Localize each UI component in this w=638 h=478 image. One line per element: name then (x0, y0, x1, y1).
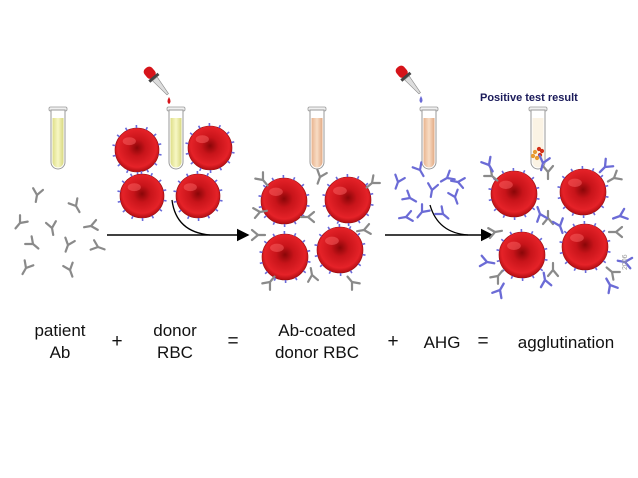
agglutinated-rbc (488, 167, 540, 221)
bound-patient-antibody (254, 171, 269, 187)
bound-ahg-antibody (551, 217, 564, 235)
test-tube-donor (166, 106, 186, 170)
bound-ahg-antibody (539, 271, 553, 289)
bound-ahg-antibody (491, 282, 505, 300)
bound-patient-antibody (365, 174, 381, 189)
bound-patient-antibody (346, 275, 361, 291)
agglutinate-clump (534, 155, 540, 161)
ahg-antibody (434, 205, 450, 220)
coated-rbc (314, 223, 366, 277)
agglutinated-rbc (559, 220, 611, 274)
term-patient-ab-line1: patient (34, 321, 86, 340)
dropper-ahg (395, 65, 421, 95)
dropper-rbc-drop (167, 97, 171, 104)
bound-patient-antibody (606, 169, 623, 183)
ahg-antibody (427, 182, 440, 198)
bound-patient-antibody (605, 266, 621, 281)
donor-rbc (117, 170, 167, 222)
bound-patient-antibody (316, 168, 328, 185)
plus-sign-2: + (387, 331, 399, 352)
donor-rbc (185, 122, 235, 174)
ahg-antibody (398, 209, 414, 222)
ahg-antibody (394, 173, 406, 190)
equals-sign-1: = (227, 331, 239, 352)
bound-ahg-antibody (605, 277, 619, 295)
agglutinate-clump (530, 153, 536, 159)
patient-antibody (89, 239, 106, 251)
agglutinate-clump (536, 146, 542, 152)
term-donor-rbc: donor RBC (135, 320, 215, 364)
term-ab-coated-rbc-line1: Ab-coated (278, 321, 356, 340)
agglutinate-clump (532, 149, 538, 155)
ahg-antibody (411, 161, 425, 178)
bound-ahg-antibody (480, 155, 494, 173)
bound-patient-antibody (299, 210, 316, 224)
ahg-antibody (450, 177, 466, 190)
term-ab-coated-rbc-line2: donor RBC (274, 343, 360, 362)
term-ab-coated-rbc: Ab-coated donor RBC (262, 320, 372, 364)
patient-antibody (21, 259, 35, 276)
patient-antibody (14, 214, 29, 230)
ahg-antibody (401, 189, 418, 203)
plus-sign-1: + (111, 331, 123, 352)
coated-rbc (258, 174, 310, 228)
bound-patient-antibody (489, 269, 504, 285)
positive-result-caption: Positive test result (480, 92, 578, 104)
agglutinated-rbc (496, 228, 548, 282)
bound-ahg-antibody (536, 205, 549, 223)
test-tube-patient (48, 106, 68, 170)
term-patient-ab-line2: Ab (49, 343, 71, 362)
coated-rbc (322, 173, 374, 227)
test-tube-ahg (419, 106, 439, 170)
equals-sign-2: = (477, 331, 489, 352)
term-agglutination: agglutination (517, 333, 615, 352)
bound-patient-antibody (356, 222, 372, 235)
bound-patient-antibody (546, 261, 560, 278)
patient-antibody (24, 235, 40, 250)
term-donor-rbc-line1: donor (153, 321, 197, 340)
bound-patient-antibody (607, 225, 624, 239)
coated-rbc (259, 230, 311, 284)
year-mark: 2006 (622, 254, 629, 270)
test-tube-coated (307, 106, 327, 170)
patient-antibody (62, 261, 74, 278)
patient-antibody (44, 220, 57, 236)
bound-ahg-antibody (598, 157, 615, 174)
donor-rbc (173, 170, 223, 222)
bound-patient-antibody (261, 275, 276, 291)
bound-patient-antibody (307, 267, 320, 283)
dropper-ahg-drop (419, 96, 423, 103)
test-tube-positive (528, 106, 548, 170)
ahg-antibody (439, 169, 456, 183)
term-patient-ab: patient Ab (20, 320, 100, 364)
bound-patient-antibody (252, 207, 268, 220)
agglutinate-clump (539, 148, 545, 154)
patient-antibody (32, 187, 45, 203)
term-donor-rbc-line2: RBC (157, 343, 193, 362)
bound-ahg-antibody (478, 254, 496, 268)
patient-antibody (83, 218, 99, 231)
ahg-antibody (447, 188, 459, 205)
term-ahg: AHG (423, 333, 461, 352)
patient-antibody (64, 236, 76, 253)
bound-ahg-antibody (538, 154, 551, 172)
bound-patient-antibody (541, 164, 555, 181)
arrow-2-branch (429, 204, 469, 236)
bound-ahg-antibody (611, 207, 629, 220)
donor-rbc (112, 124, 162, 176)
patient-antibody (67, 197, 81, 214)
dropper-rbc (143, 66, 169, 96)
arrow-1-branch (171, 199, 211, 236)
bound-patient-antibody (487, 227, 503, 240)
agglutinated-rbc (557, 165, 609, 219)
ahg-antibody (416, 203, 431, 219)
bound-patient-antibody (250, 228, 267, 242)
bound-ahg-antibody (616, 256, 634, 270)
